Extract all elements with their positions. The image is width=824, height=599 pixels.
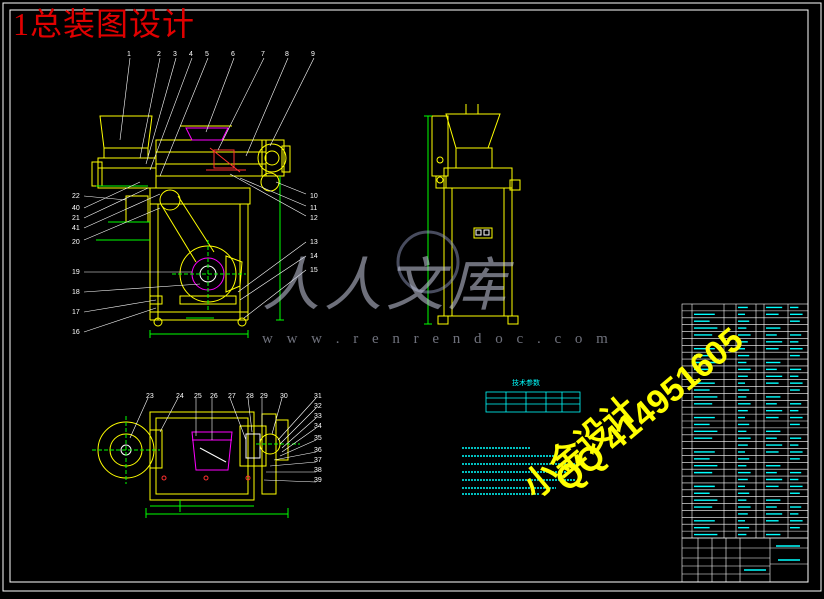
- part-number-top: 5: [205, 51, 209, 58]
- part-number-left: 16: [72, 329, 80, 336]
- watermark-text: 人人文库: [262, 253, 511, 318]
- bill-of-materials: [681, 303, 809, 539]
- part-number-top: 9: [311, 51, 315, 58]
- technical-notes: [462, 447, 580, 495]
- part-number-top: 4: [189, 51, 193, 58]
- part-number-bottom: 31: [314, 393, 322, 400]
- part-number-bottom: 30: [280, 393, 288, 400]
- part-number-left: 21: [72, 215, 80, 222]
- part-number-bottom: 32: [314, 403, 322, 410]
- part-number-bottom: 29: [260, 393, 268, 400]
- part-number-left: 40: [72, 205, 80, 212]
- part-number-bottom: 35: [314, 435, 322, 442]
- part-number-top: 2: [157, 51, 161, 58]
- part-number-right: 10: [310, 193, 318, 200]
- part-number-bottom: 23: [146, 393, 154, 400]
- top-leaders: [129, 397, 317, 483]
- technical-table: [485, 391, 581, 413]
- part-number-left: 20: [72, 239, 80, 246]
- bom-entries: [694, 306, 803, 536]
- part-number-right: 14: [310, 253, 318, 260]
- side-view: [424, 104, 521, 325]
- part-number-right: 13: [310, 239, 318, 246]
- part-number-right: 12: [310, 215, 318, 222]
- top-view: [92, 411, 300, 518]
- part-number-left: 41: [72, 225, 80, 232]
- front-leaders: [83, 57, 315, 333]
- part-number-top: 1: [127, 51, 131, 58]
- part-number-top: 8: [285, 51, 289, 58]
- part-number-bottom: 27: [228, 393, 236, 400]
- part-number-right: 11: [310, 205, 317, 212]
- watermark-emblem: [396, 230, 460, 294]
- part-number-bottom: 25: [194, 393, 202, 400]
- part-number-bottom: 28: [246, 393, 254, 400]
- title-block: [681, 537, 809, 583]
- part-number-left: 18: [72, 289, 80, 296]
- part-number-top: 3: [173, 51, 177, 58]
- title-block-text: [744, 545, 800, 571]
- part-number-bottom: 37: [314, 457, 322, 464]
- inner-frame: [9, 9, 809, 583]
- watermark-url: w w w . r e n r e n d o c . c o m: [262, 331, 613, 347]
- part-number-right: 15: [310, 267, 318, 274]
- part-number-bottom: 38: [314, 467, 322, 474]
- part-number-bottom: 39: [314, 477, 322, 484]
- part-number-top: 7: [261, 51, 265, 58]
- part-number-left: 19: [72, 269, 80, 276]
- tech-table-heading: 技术参数: [512, 380, 540, 387]
- part-number-left: 22: [72, 193, 80, 200]
- part-number-left: 17: [72, 309, 80, 316]
- part-number-bottom: 33: [314, 413, 322, 420]
- drawing-title: 1总装图设计: [13, 6, 196, 42]
- part-number-top: 6: [231, 51, 235, 58]
- part-number-bottom: 36: [314, 447, 322, 454]
- part-number-bottom: 24: [176, 393, 184, 400]
- part-number-bottom: 34: [314, 423, 322, 430]
- front-view: [91, 115, 291, 338]
- part-number-bottom: 26: [210, 393, 218, 400]
